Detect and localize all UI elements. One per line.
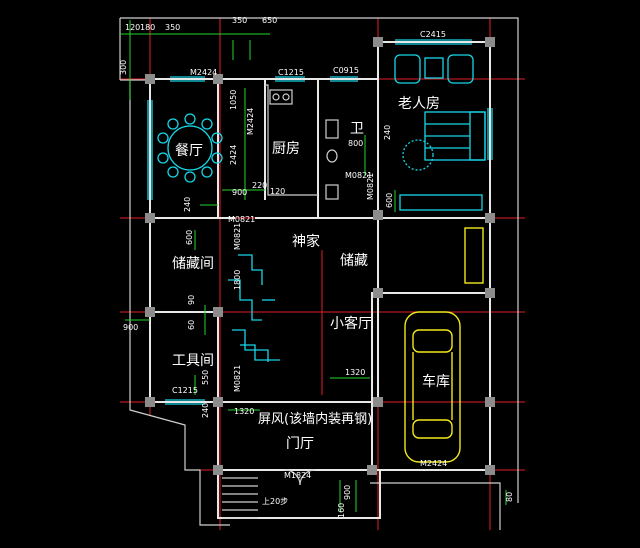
entry-steps (222, 469, 316, 519)
tag-c1215-bottom: C1215 (172, 386, 198, 395)
dim-180: 180 (140, 23, 155, 32)
room-elderly: 老人房 (398, 96, 440, 112)
dim-350-a: 350 (165, 23, 180, 32)
dim-800-a: 800 (348, 139, 363, 148)
dim-1320-a: 1320 (345, 368, 365, 377)
room-shrine: 神家 (292, 233, 320, 250)
dim-900-b: 900 (123, 323, 138, 332)
kitchen-counter (265, 84, 318, 196)
tag-w2424-top: M2424 (190, 68, 217, 77)
dim-300: 300 (119, 60, 128, 75)
dim-900: 900 (232, 188, 247, 197)
dining-table (157, 113, 223, 183)
windows (147, 39, 493, 405)
dim-120-a: 120 (125, 23, 140, 32)
walls (149, 41, 491, 519)
tag-m1824: M1824 (284, 471, 311, 480)
tag-c0915: C0915 (333, 66, 359, 75)
dim-240-a: 240 (183, 197, 192, 212)
room-labels: 餐厅 厨房 卫 老人房 神家 储藏间 储藏 小客厅 工具间 车库 屏风(该墙内装… (172, 96, 450, 452)
tag-m0821-c: M0821 (233, 223, 242, 250)
elderly-room-bed (394, 54, 486, 211)
tag-c2415: C2415 (420, 30, 446, 39)
bathroom-fixtures (325, 119, 339, 200)
garage-car (404, 227, 484, 463)
dim-1320-b: 1320 (234, 407, 254, 416)
dim-350-b: 350 (232, 16, 247, 25)
dim-1050: 1050 (229, 90, 238, 110)
room-small-living: 小客厅 (330, 315, 372, 332)
dim-550: 550 (201, 370, 210, 385)
room-foyer: 门厅 (286, 436, 314, 452)
tag-m2424-garage: M2424 (420, 459, 447, 468)
room-dining: 餐厅 (175, 143, 203, 159)
dimension-labels: 120 180 350 350 650 300 1050 2424 800 22… (119, 16, 514, 518)
room-garage: 车库 (422, 373, 450, 390)
dim-160: 160 (337, 503, 346, 518)
room-storage-left: 储藏间 (172, 256, 214, 272)
tag-m0821-d: M0821 (366, 173, 375, 200)
stairs-label: 上20步 (262, 497, 288, 506)
tag-m0821-e: M0821 (233, 365, 242, 392)
stair-fixtures (228, 254, 280, 362)
dim-60: 60 (187, 320, 196, 330)
axis-grid (120, 18, 525, 530)
dim-240-b: 240 (383, 125, 392, 140)
dim-2424: 2424 (229, 145, 238, 165)
tag-c1215-top: C1215 (278, 68, 304, 77)
dim-90: 90 (187, 295, 196, 305)
dim-650: 650 (262, 16, 277, 25)
dim-80: 80 (505, 492, 514, 502)
dimension-lines (120, 20, 507, 512)
window-tags: M2424 C1215 C0915 C2415 M2424 M0821 M082… (172, 30, 447, 480)
dim-600-a: 600 (185, 230, 194, 245)
room-storage-right: 储藏 (340, 253, 368, 269)
room-tool: 工具间 (172, 353, 214, 369)
dim-120-b: 120 (270, 187, 285, 196)
dim-900-c: 900 (343, 485, 352, 500)
tag-w2424-side: M2424 (246, 108, 255, 135)
tag-m0821-b: M0821 (228, 215, 255, 224)
dim-240-c: 240 (201, 403, 210, 418)
room-kitchen: 厨房 (272, 141, 300, 157)
piers (145, 37, 495, 475)
room-screen-wall: 屏风(该墙内装再钢) (258, 411, 372, 427)
dim-1800: 1800 (233, 270, 242, 290)
tag-m0821-a: M0821 (345, 171, 372, 180)
room-toilet: 卫 (350, 121, 364, 137)
dim-600-b: 600 (385, 193, 394, 208)
dim-220: 220 (252, 181, 267, 190)
